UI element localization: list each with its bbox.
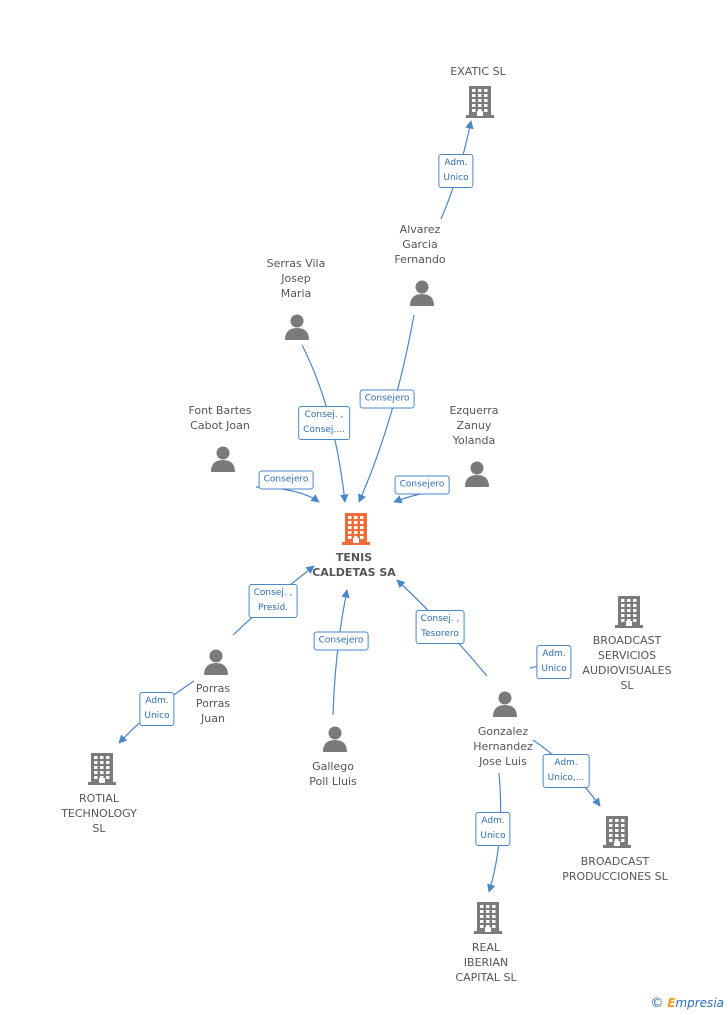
node-label-porras[interactable]: Porras Porras Juan bbox=[195, 682, 231, 725]
node-label-gonzalez[interactable]: Gonzalez Hernandez Jose Luis bbox=[473, 725, 533, 768]
brand-initial: E bbox=[667, 996, 676, 1010]
edge-gallego-to-tenis bbox=[332, 589, 350, 716]
edge-label-ezquerra-to-tenis[interactable]: Consejero bbox=[394, 475, 450, 495]
edge-label-serras-to-tenis[interactable]: Consej. , Consej.... bbox=[298, 406, 350, 440]
edge-label-porras-to-tenis[interactable]: Consej. , Presid. bbox=[248, 584, 298, 618]
brand-name: mpresia bbox=[675, 996, 724, 1010]
node-label-real[interactable]: REAL IBERIAN CAPITAL SL bbox=[455, 941, 517, 984]
footer-brand: © Empresia bbox=[650, 996, 724, 1011]
edge-label-gonzalez-to-broadcast_serv[interactable]: Adm. Unico bbox=[536, 645, 572, 679]
node-label-font[interactable]: Font Bartes Cabot Joan bbox=[188, 404, 252, 432]
node-label-ezquerra[interactable]: Ezquerra Zanuy Yolanda bbox=[449, 404, 499, 447]
edge-label-gonzalez-to-tenis[interactable]: Consej. , Tesorero bbox=[415, 610, 465, 644]
node-label-exatic[interactable]: EXATIC SL bbox=[450, 65, 506, 78]
edge-label-gallego-to-tenis[interactable]: Consejero bbox=[313, 631, 369, 651]
node-label-broadcast_prod[interactable]: BROADCAST PRODUCCIONES SL bbox=[562, 855, 668, 883]
node-label-broadcast_serv[interactable]: BROADCAST SERVICIOS AUDIOVISUALES SL bbox=[582, 634, 672, 692]
edge-label-alvarez-to-tenis[interactable]: Consejero bbox=[359, 389, 415, 409]
edge-label-gonzalez-to-real[interactable]: Adm. Unico bbox=[475, 812, 511, 846]
node-label-tenis[interactable]: TENIS CALDETAS SA bbox=[312, 551, 396, 579]
node-label-serras[interactable]: Serras Vila Josep Maria bbox=[266, 257, 326, 300]
copyright-symbol: © bbox=[650, 996, 664, 1011]
edge-label-porras-to-rotial[interactable]: Adm. Unico bbox=[139, 692, 175, 726]
node-label-alvarez[interactable]: Alvarez Garcia Fernando bbox=[394, 223, 446, 266]
node-label-gallego[interactable]: Gallego Poll Lluis bbox=[309, 760, 357, 788]
edge-label-alvarez-to-exatic[interactable]: Adm. Unico bbox=[438, 154, 474, 188]
edge-label-gonzalez-to-broadcast_prod[interactable]: Adm. Unico,... bbox=[542, 754, 590, 788]
edge-label-font-to-tenis[interactable]: Consejero bbox=[258, 470, 314, 490]
edge-alvarez-to-tenis bbox=[358, 314, 415, 503]
node-label-rotial[interactable]: ROTIAL TECHNOLOGY SL bbox=[61, 792, 137, 835]
